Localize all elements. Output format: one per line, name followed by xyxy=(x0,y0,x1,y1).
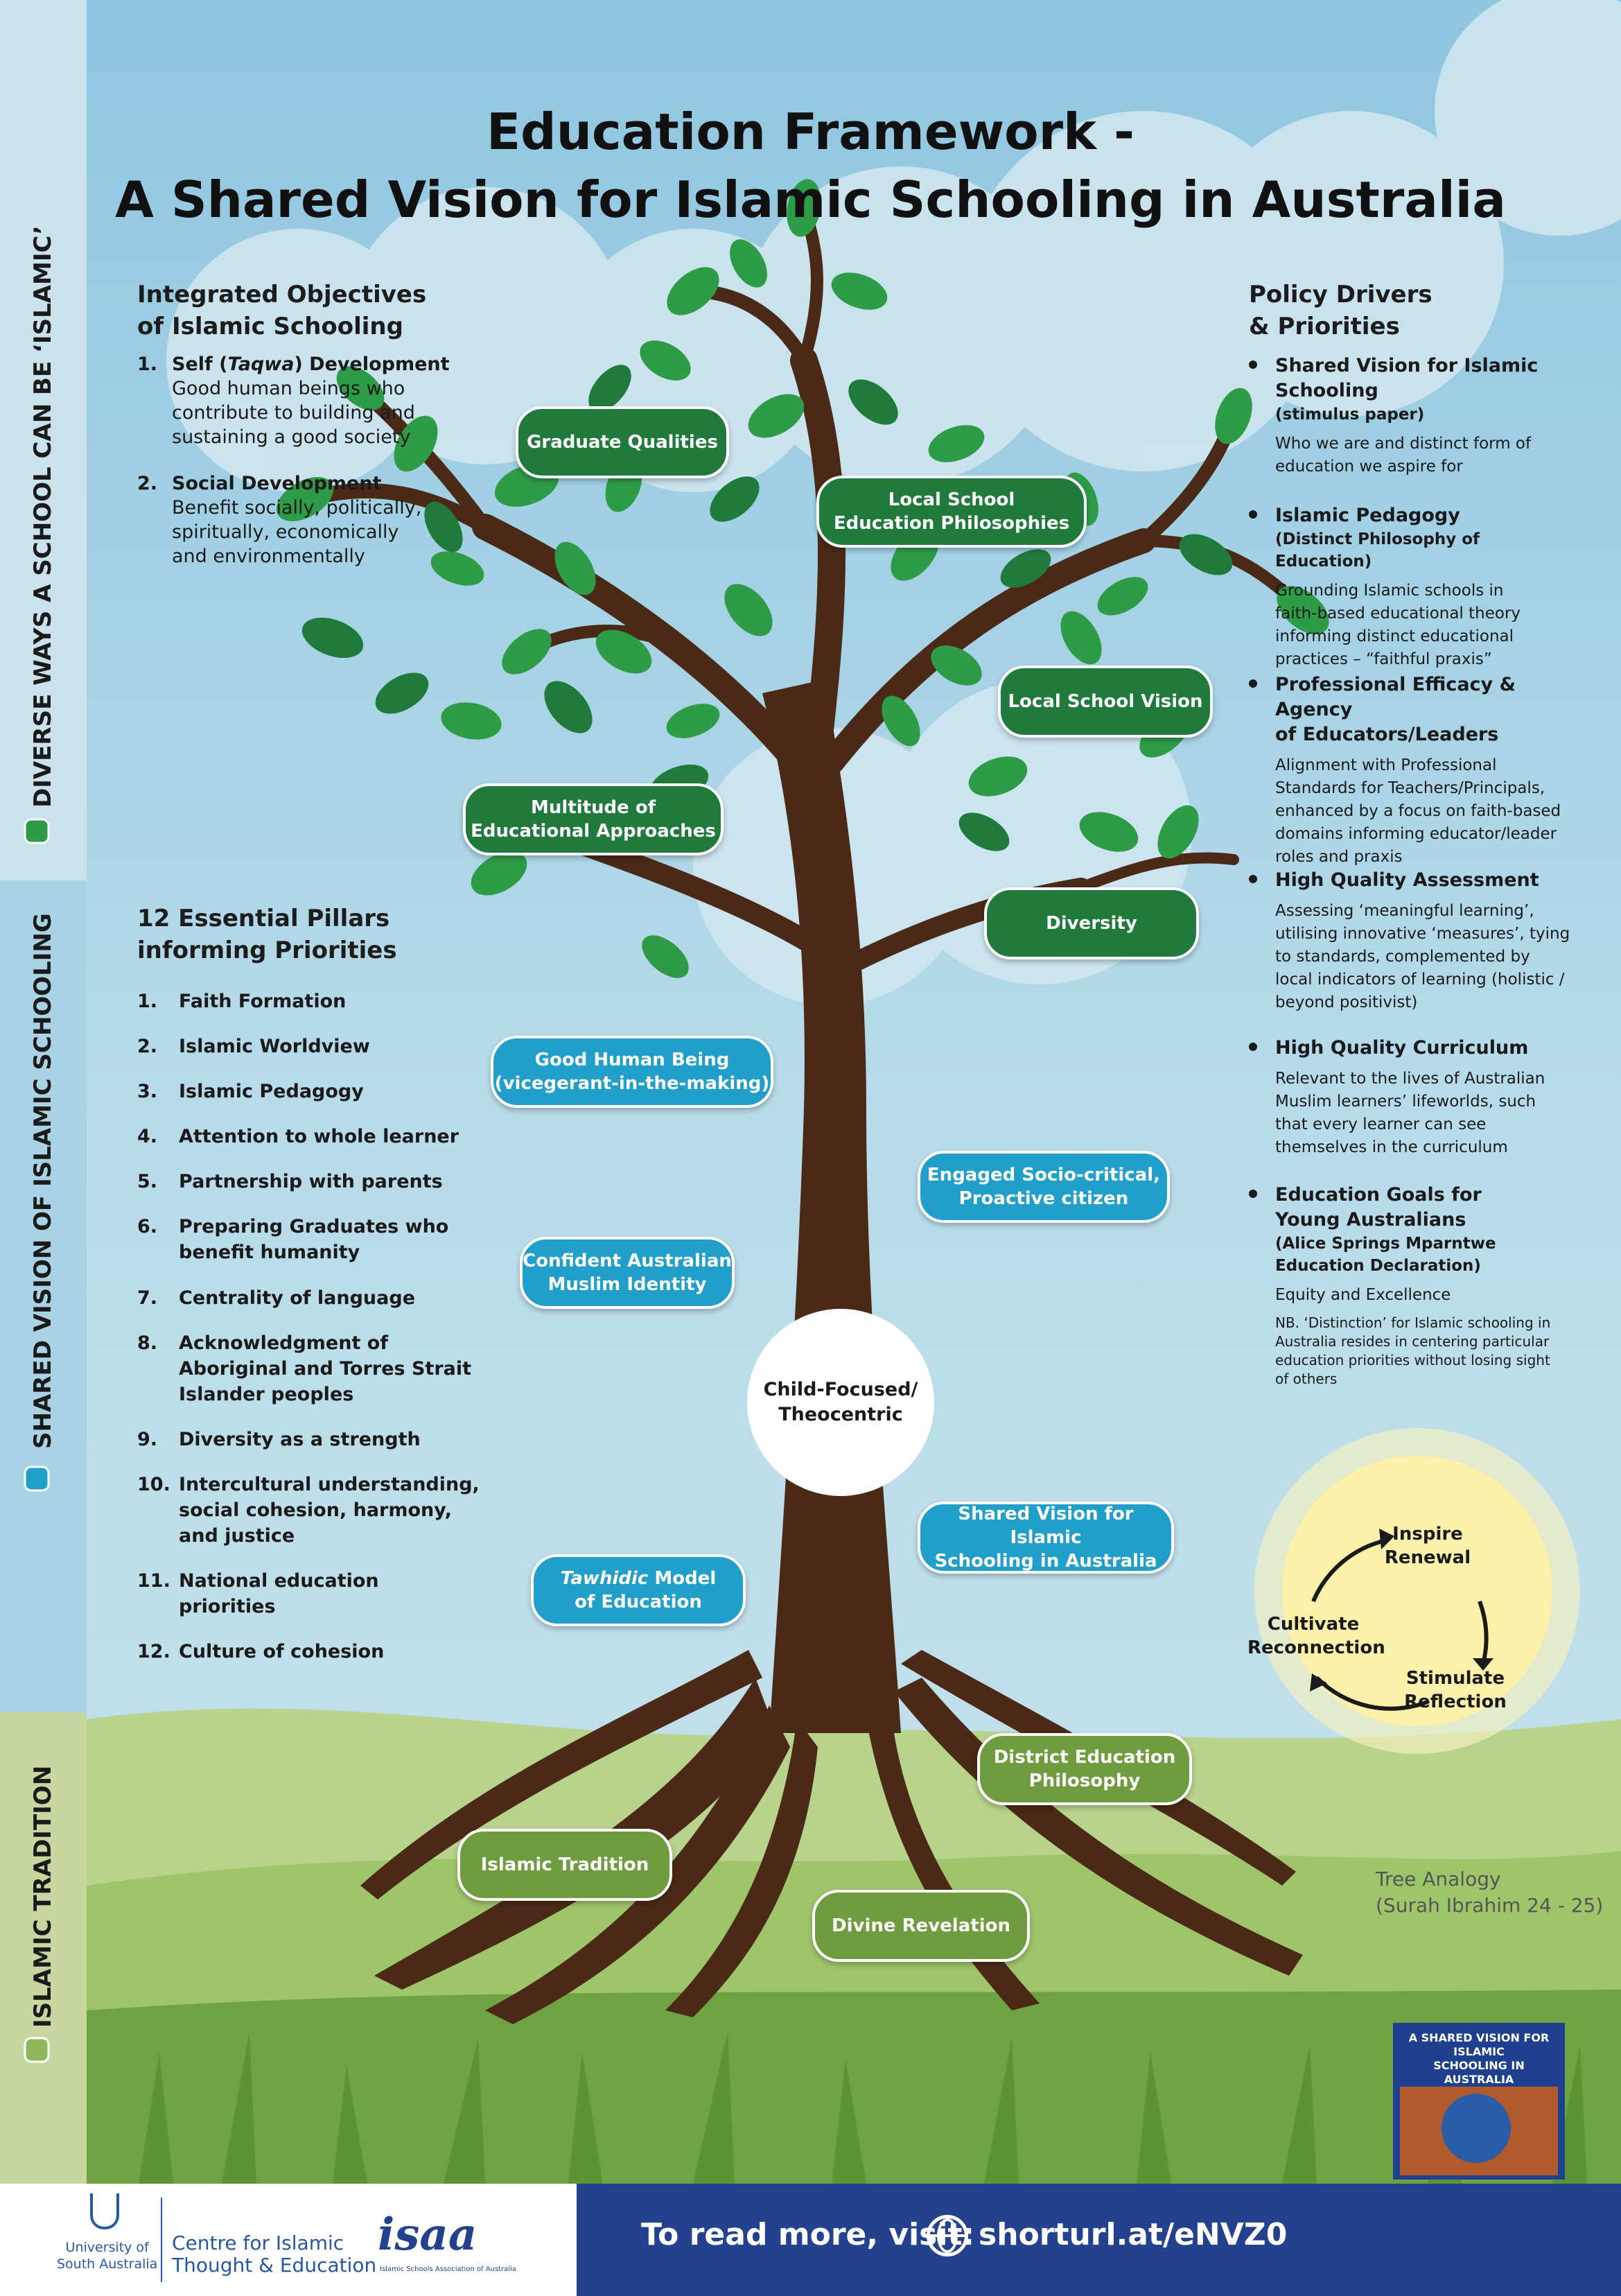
canopy-pill-graduate-qualities: Graduate Qualities xyxy=(516,406,729,478)
canopy-pill-local-school-vision: Local School Vision xyxy=(998,666,1213,738)
page-title-line2: A Shared Vision for Islamic Schooling in… xyxy=(115,171,1506,229)
side-label-shared-vision: SHARED VISION OF ISLAMIC SCHOOLING xyxy=(29,913,57,1449)
pillars-list: 1.Faith Formation 2.Islamic Worldview 3.… xyxy=(137,991,480,1662)
pillars-heading: 12 Essential Pillars informing Prioritie… xyxy=(137,905,397,964)
list-item: High Quality Curriculum Relevant to the … xyxy=(1249,1036,1575,1159)
read-more-label: To read more, visit: xyxy=(641,2217,975,2252)
globe-icon xyxy=(927,2215,968,2256)
bullet-icon xyxy=(1249,360,1257,369)
objective-item: 2. Social Development Benefit socially, … xyxy=(137,473,422,567)
isaa-caption: Islamic Schools Association of Australia xyxy=(380,2265,517,2273)
book-cover-thumbnail[interactable]: A SHARED VISION FOR ISLAMIC SCHOOLING IN… xyxy=(1408,2031,1550,2086)
bullet-icon xyxy=(1249,679,1257,688)
bullet-icon xyxy=(1249,875,1257,883)
list-item: Islamic Pedagogy (Distinct Philosophy of… xyxy=(1249,503,1575,671)
footer-banner xyxy=(577,2184,1621,2296)
bullet-icon xyxy=(1249,510,1257,519)
center-child-focused: Child-Focused/Theocentric xyxy=(747,1309,934,1496)
side-label-diverse-ways: DIVERSE WAYS A SCHOOL CAN BE ‘ISLAMIC’ xyxy=(29,225,57,808)
drivers-heading: Policy Drivers & Priorities xyxy=(1249,281,1432,340)
page-title-line1: Education Framework - xyxy=(487,103,1134,161)
shorturl-link[interactable]: shorturl.at/eNVZ0 xyxy=(979,2217,1288,2252)
list-item: High Quality Assessment Assessing ‘meani… xyxy=(1249,868,1575,1014)
unisa-caption: University of South Australia xyxy=(57,2240,158,2272)
unisa-logo-icon xyxy=(90,2193,119,2229)
footer-logos: University of South Australia Centre for… xyxy=(0,2184,577,2296)
isaa-logo: isaa xyxy=(378,2209,477,2261)
list-item: Education Goals for Young Australians (A… xyxy=(1249,1183,1575,1389)
canopy-pill-diversity: Diversity xyxy=(984,887,1199,959)
bullet-icon xyxy=(1249,1190,1257,1198)
centre-name: Centre for Islamic Thought & Education xyxy=(172,2232,377,2277)
trunk-pill-engaged-citizen: Engaged Socio-critical,Proactive citizen xyxy=(918,1151,1170,1223)
drivers-list: Shared Vision for Islamic Schooling (sti… xyxy=(1249,0,1581,2184)
list-item: Professional Efficacy & Agency of Educat… xyxy=(1249,672,1575,869)
side-label-islamic-tradition: ISLAMIC TRADITION xyxy=(29,1765,57,2028)
objective-item: 1. Self (Taqwa) Development Good human b… xyxy=(137,354,450,448)
bullet-icon xyxy=(1249,1043,1257,1051)
list-item: Shared Vision for Islamic Schooling (sti… xyxy=(1249,354,1575,478)
objectives-heading: Integrated Objectives of Islamic Schooli… xyxy=(137,281,427,340)
trunk-pill-good-human-being: Good Human Being(vicegerant-in-the-makin… xyxy=(491,1036,773,1108)
root-pill-divine-revelation: Divine Revelation xyxy=(812,1890,1030,1962)
tree-analogy-caption: Tree Analogy (Surah Ibrahim 24 - 25) xyxy=(1376,1868,1604,1917)
root-pill-islamic-tradition: Islamic Tradition xyxy=(457,1829,672,1901)
footer-divider xyxy=(161,2198,162,2282)
